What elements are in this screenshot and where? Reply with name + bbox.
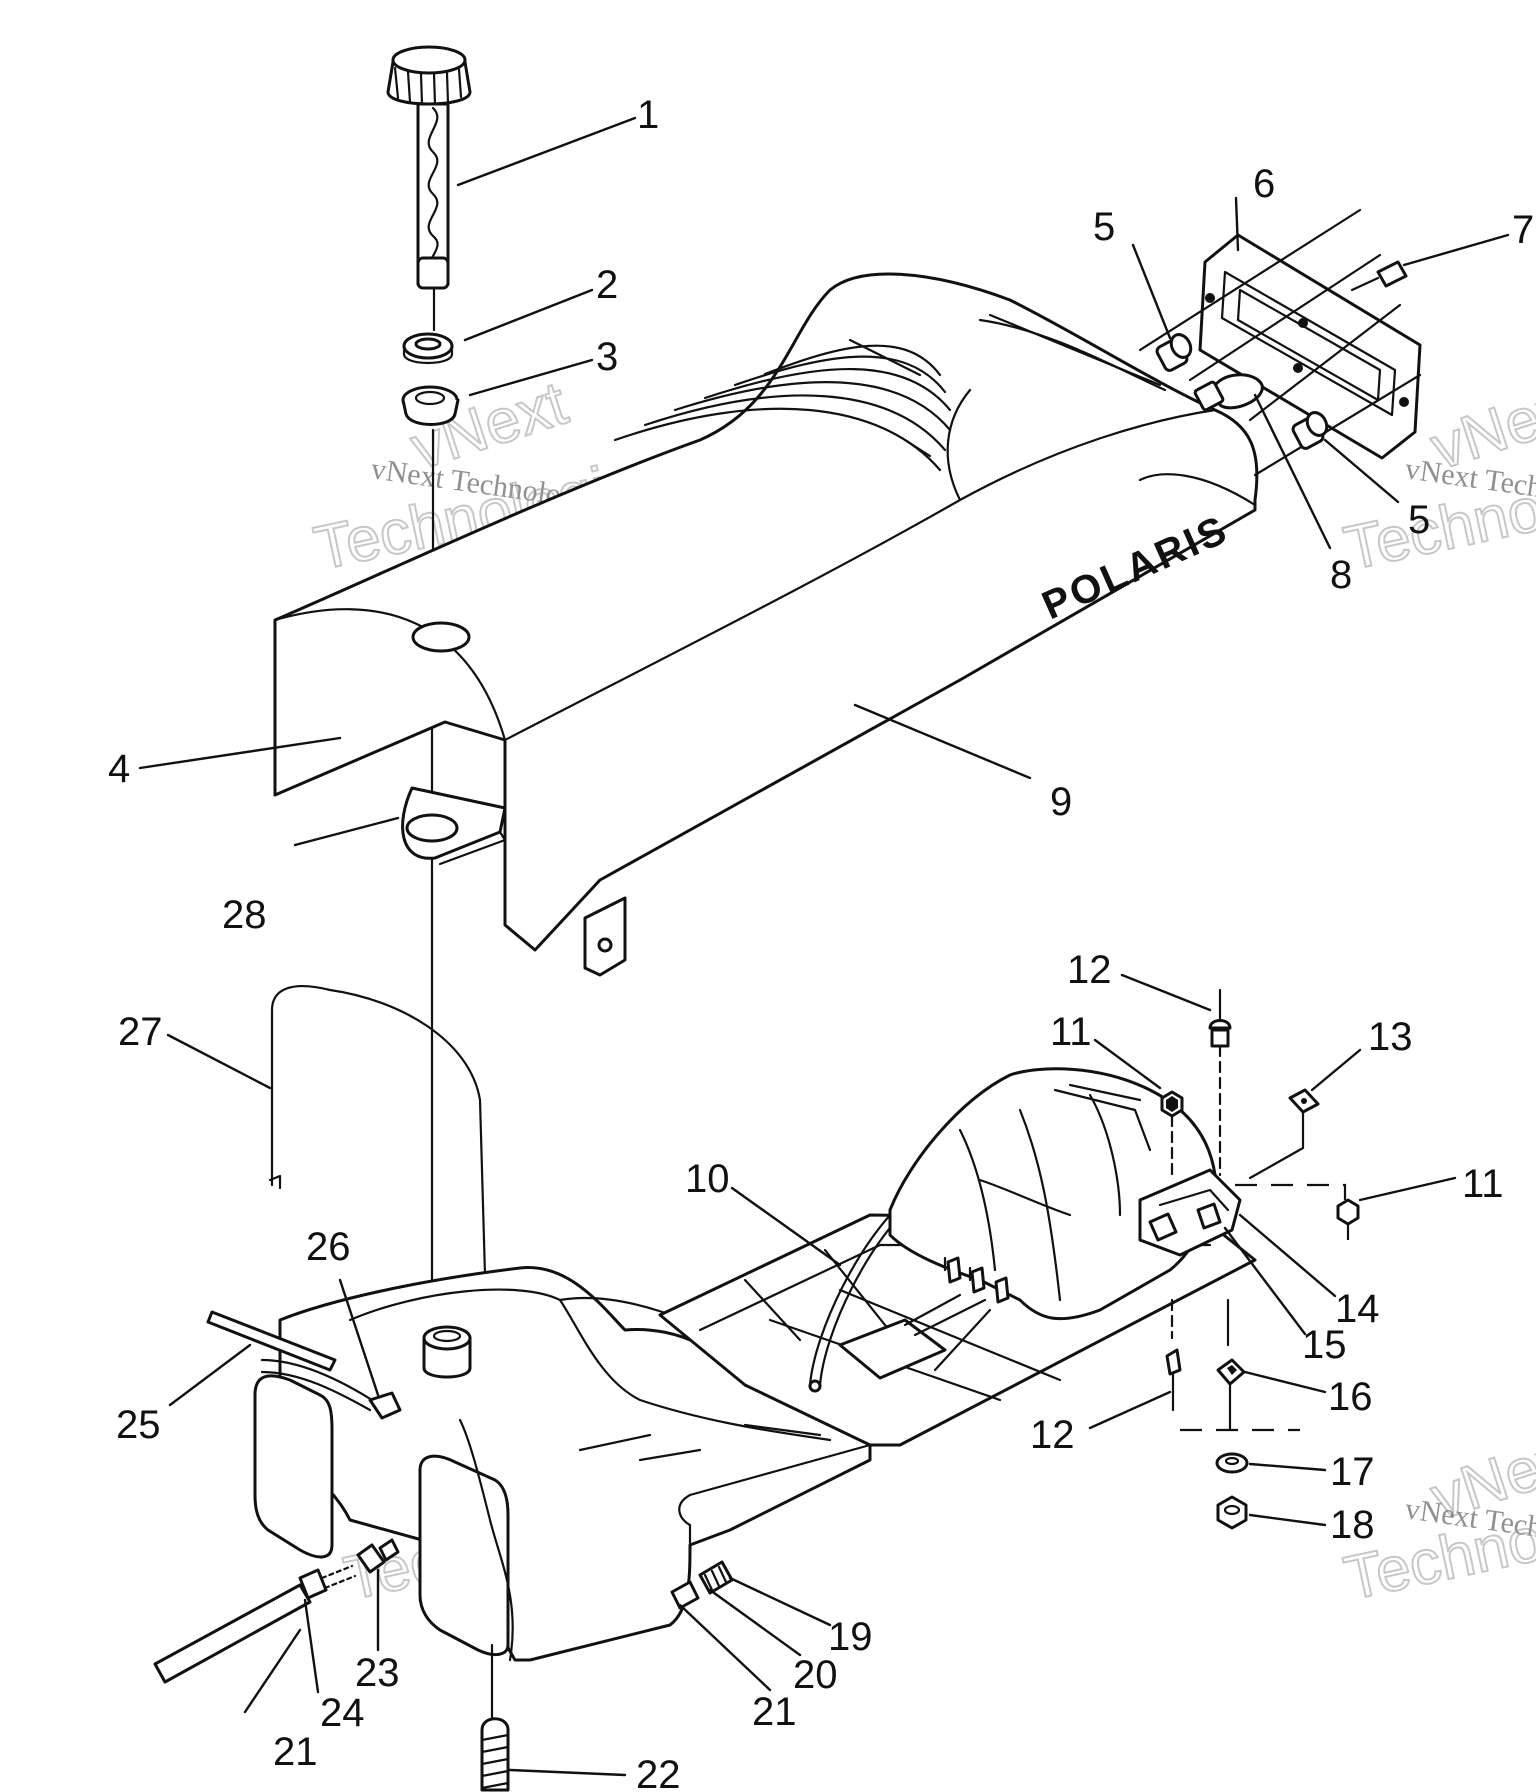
callout-20: 20 xyxy=(793,1653,838,1697)
callout-19: 19 xyxy=(828,1615,873,1659)
callout-15: 15 xyxy=(1302,1323,1347,1367)
callout-17: 17 xyxy=(1330,1450,1375,1494)
callout-8: 8 xyxy=(1330,553,1352,597)
filler-cap-dipstick xyxy=(386,45,472,290)
callout-5-right: 5 xyxy=(1408,498,1430,542)
callout-22: 22 xyxy=(636,1753,681,1792)
tail-light-assembly xyxy=(1138,208,1422,477)
callout-4: 4 xyxy=(108,747,130,791)
leader-lines xyxy=(138,116,1510,1777)
callout-21-left: 21 xyxy=(273,1730,318,1774)
callout-2: 2 xyxy=(596,263,618,307)
fuel-line-fittings xyxy=(153,1310,734,1792)
callout-23: 23 xyxy=(355,1651,400,1695)
callout-14: 14 xyxy=(1335,1287,1380,1331)
seat-cover: POLARIS xyxy=(273,272,1259,977)
callout-18: 18 xyxy=(1330,1503,1375,1547)
callout-6: 6 xyxy=(1253,162,1275,206)
callout-9: 9 xyxy=(1050,780,1072,824)
wire-harness xyxy=(268,985,492,1314)
grommet-large xyxy=(401,385,460,426)
callout-24: 24 xyxy=(320,1691,365,1735)
callout-12-top: 12 xyxy=(1067,948,1112,992)
callout-13: 13 xyxy=(1368,1015,1413,1059)
callout-27: 27 xyxy=(118,1010,163,1054)
callout-7: 7 xyxy=(1512,208,1534,252)
callout-1: 1 xyxy=(637,93,659,137)
callout-3: 3 xyxy=(596,335,618,379)
callout-26: 26 xyxy=(306,1225,351,1269)
callout-labels: 1 2 3 4 5 5 6 7 8 9 10 11 11 12 12 13 14… xyxy=(108,93,1534,1792)
callout-12-bottom: 12 xyxy=(1030,1413,1075,1457)
callout-21-right: 21 xyxy=(752,1690,797,1734)
chassis-tray xyxy=(658,1067,1257,1447)
fasteners xyxy=(1160,988,1360,1530)
callout-28: 28 xyxy=(222,893,267,937)
callout-11-top: 11 xyxy=(1050,1010,1092,1054)
callout-11-right: 11 xyxy=(1462,1162,1504,1206)
callout-5-left: 5 xyxy=(1093,205,1115,249)
callout-25: 25 xyxy=(116,1403,161,1447)
filler-neck-bracket xyxy=(401,786,507,866)
callout-16: 16 xyxy=(1328,1375,1373,1419)
callout-10: 10 xyxy=(685,1157,730,1201)
grommet-small xyxy=(402,332,454,364)
